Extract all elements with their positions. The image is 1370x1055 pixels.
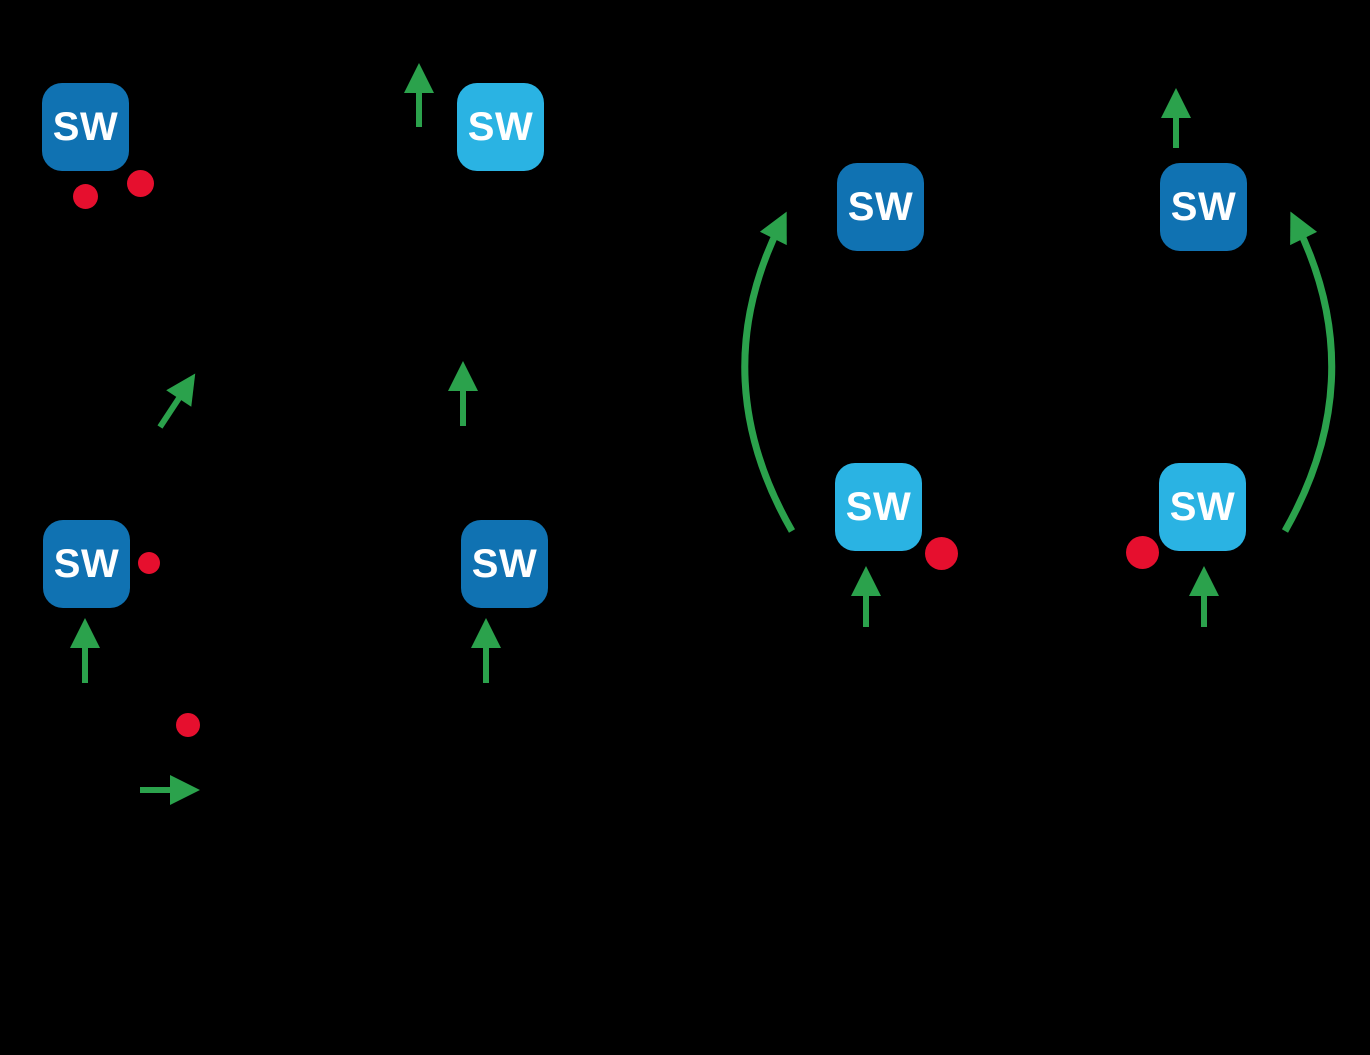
- vulnerability-dot-top-left-b: [127, 170, 154, 197]
- sw-box-middle-left: SW: [43, 520, 130, 608]
- update-arrow-diagonal: [157, 373, 196, 429]
- sw-box-right-top-right: SW: [1160, 163, 1247, 251]
- sw-box-top-left: SW: [42, 83, 129, 171]
- sw-box-right-bottom-left: SW: [835, 463, 922, 551]
- sw-box-right-top-left: SW: [837, 163, 924, 251]
- upgrade-arc-arrow-right: [1281, 211, 1336, 533]
- vulnerability-dot-legend: [176, 713, 200, 737]
- sw-box-right-bottom-right: SW: [1159, 463, 1246, 551]
- vulnerability-dot-middle-left: [138, 552, 160, 574]
- vulnerability-dot-right-left: [925, 537, 958, 570]
- sw-box-top-middle: SW: [457, 83, 544, 171]
- vulnerability-dot-top-left-a: [73, 184, 98, 209]
- sw-box-middle-center: SW: [461, 520, 548, 608]
- upgrade-arc-arrow-left: [741, 211, 796, 533]
- vulnerability-dot-right-right: [1126, 536, 1159, 569]
